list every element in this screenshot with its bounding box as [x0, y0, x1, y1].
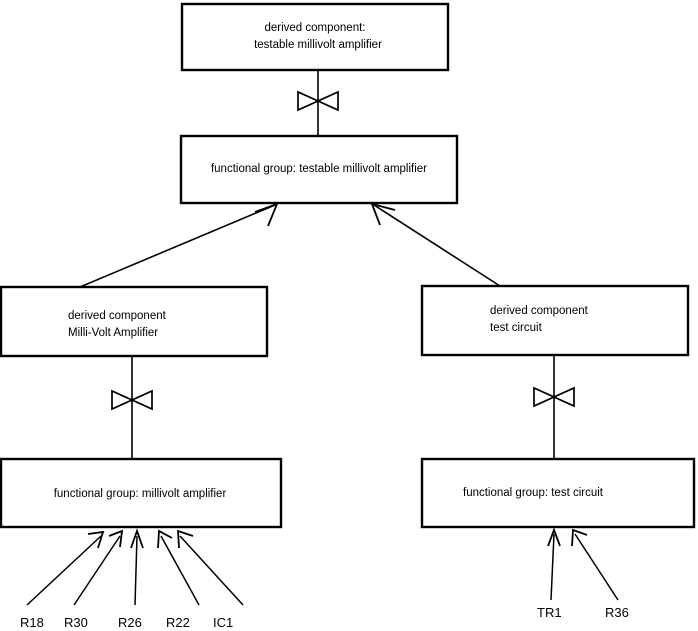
leaf-arrow-head	[108, 529, 124, 548]
node-fg-millivolt-amplifier[interactable]: functional group: millivolt amplifier	[0, 457, 283, 529]
leaf-arrow-shaft	[550, 533, 555, 601]
leaf-label-ic1: IC1	[213, 615, 233, 630]
node-box-rect	[0, 457, 283, 529]
arrow-head-open	[254, 202, 279, 227]
node-label-line-1: functional group: testable millivolt amp…	[211, 163, 427, 175]
connector-arrow-test-circuit-to-testable	[370, 202, 501, 287]
arrow-shaft	[79, 204, 276, 288]
arrow-head-open	[370, 202, 396, 226]
leaf-arrow-shaft	[179, 535, 244, 606]
leaf-connector-r26	[130, 528, 144, 606]
node-label-line-2: Milli-Volt Amplifier	[68, 327, 158, 339]
node-box-rect	[180, 2, 450, 72]
node-derived-test-circuit[interactable]: derived component test circuit	[420, 284, 690, 357]
connector-arrow-milli-volt-to-testable	[79, 202, 279, 288]
leaf-label-r36: R36	[605, 605, 629, 620]
leaf-connector-r36	[571, 528, 619, 601]
node-label-line-1: functional group: test circuit	[463, 487, 604, 499]
node-derived-milli-volt-amplifier[interactable]: derived component Milli-Volt Amplifier	[0, 285, 269, 358]
leaf-arrow-shaft	[26, 535, 102, 606]
leaf-label-r22: R22	[166, 615, 190, 630]
leaf-label-r26: R26	[118, 615, 142, 630]
node-label-line-2: testable millivolt amplifier	[254, 39, 382, 51]
leaf-label-r30: R30	[64, 615, 88, 630]
leaf-connector-r18	[26, 530, 105, 606]
node-label-line-2: test circuit	[490, 322, 543, 334]
connector-bowtie-top	[297, 70, 339, 136]
leaf-connector-tr1	[547, 527, 561, 601]
connector-bowtie-millivolt	[111, 356, 153, 459]
leaf-arrow-head	[157, 529, 173, 549]
bowtie-right-wing	[551, 386, 575, 408]
leaf-connector-r22	[157, 529, 200, 606]
bowtie-right-wing	[129, 389, 153, 411]
leaf-label-tr1: TR1	[537, 605, 562, 620]
node-label-line-1: derived component	[490, 305, 589, 317]
node-label-line-1: functional group: millivolt amplifier	[54, 488, 227, 500]
bowtie-left-wing	[533, 386, 557, 408]
node-fg-test-circuit[interactable]: functional group: test circuit	[420, 457, 696, 529]
leaf-arrow-shaft	[134, 535, 138, 606]
node-label-line-1: derived component:	[264, 22, 365, 34]
leaf-arrow-head	[177, 529, 194, 549]
node-box-rect	[420, 284, 690, 357]
bowtie-left-wing	[297, 90, 321, 112]
leaf-connector-r30	[73, 529, 124, 606]
node-derived-testable-millivolt-amplifier[interactable]: derived component: testable millivolt am…	[180, 2, 450, 72]
leaf-arrow-shaft	[160, 535, 200, 606]
leaf-connector-ic1	[177, 529, 244, 606]
leaf-arrow-head	[571, 528, 588, 547]
leaf-arrow-shaft	[73, 535, 121, 606]
node-fg-testable-millivolt-amplifier[interactable]: functional group: testable millivolt amp…	[179, 134, 459, 205]
connector-bowtie-test-circuit	[533, 355, 575, 459]
bowtie-left-wing	[111, 389, 135, 411]
node-box-rect	[179, 134, 459, 205]
leaf-label-r18: R18	[20, 615, 44, 630]
node-label-line-1: derived component	[68, 310, 167, 322]
leaf-arrow-head	[87, 530, 105, 549]
arrow-shaft	[373, 204, 501, 287]
node-box-rect	[420, 457, 696, 529]
node-box-rect	[0, 285, 269, 358]
leaf-arrow-shaft	[574, 533, 619, 601]
bowtie-right-wing	[315, 90, 339, 112]
leaf-arrow-head	[547, 527, 561, 547]
leaf-arrow-head	[130, 528, 144, 549]
